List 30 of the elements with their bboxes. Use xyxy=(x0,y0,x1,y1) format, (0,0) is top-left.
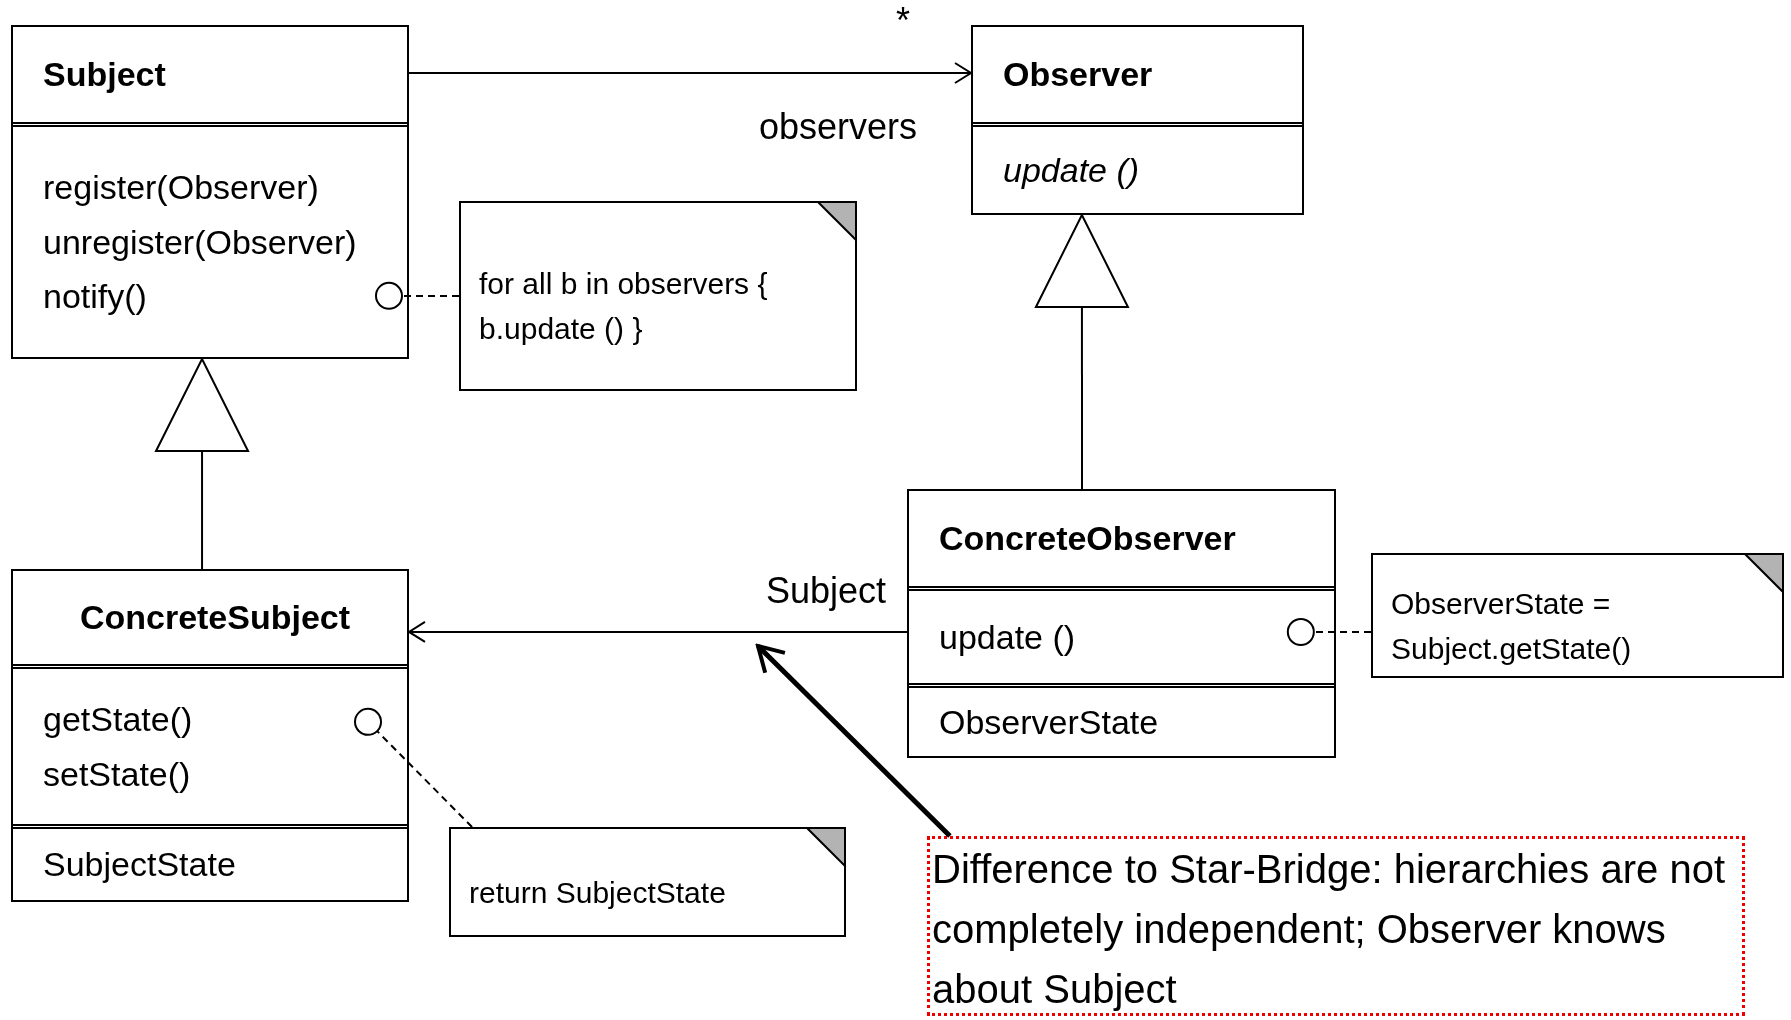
inheritance-arrow xyxy=(155,358,250,570)
class-box xyxy=(11,25,409,359)
arrow xyxy=(408,620,908,643)
method-list: register(Observer) unregister(Observer) notify() xyxy=(13,122,407,357)
note-box xyxy=(459,201,857,391)
attribute: ObserverState xyxy=(909,683,1334,756)
note-text: ObserverState = Subject.getState() xyxy=(1391,585,1633,667)
note-anchor-line xyxy=(375,281,460,310)
class-name: ConcreteObserver xyxy=(938,518,1237,560)
note-anchor-line xyxy=(1286,618,1372,646)
note-text: for all b in observers { b.update () } xyxy=(479,266,769,347)
class-name: Subject xyxy=(42,54,167,96)
note-box xyxy=(449,827,846,937)
arrow xyxy=(756,644,952,838)
class-name: Observer xyxy=(1002,54,1154,96)
arrow xyxy=(408,62,972,84)
class-name: ConcreteSubject xyxy=(78,597,352,639)
class-box xyxy=(11,569,409,902)
method-list: update () xyxy=(909,586,1334,683)
method-list: update () xyxy=(973,122,1302,213)
class-box xyxy=(971,25,1304,215)
class-box xyxy=(907,489,1336,758)
method-list: getState() setState() xyxy=(13,664,407,824)
multiplicity-label: * xyxy=(896,0,910,42)
note-text: return SubjectState xyxy=(469,874,726,911)
note-box xyxy=(1371,553,1784,678)
note-text: Difference to Star-Bridge: hierarchies are not completely independent; Observer knows about Subject xyxy=(932,846,1726,1013)
inheritance-arrow xyxy=(1034,214,1129,490)
attribute: SubjectState xyxy=(13,824,407,900)
note-anchor-line xyxy=(354,707,474,828)
